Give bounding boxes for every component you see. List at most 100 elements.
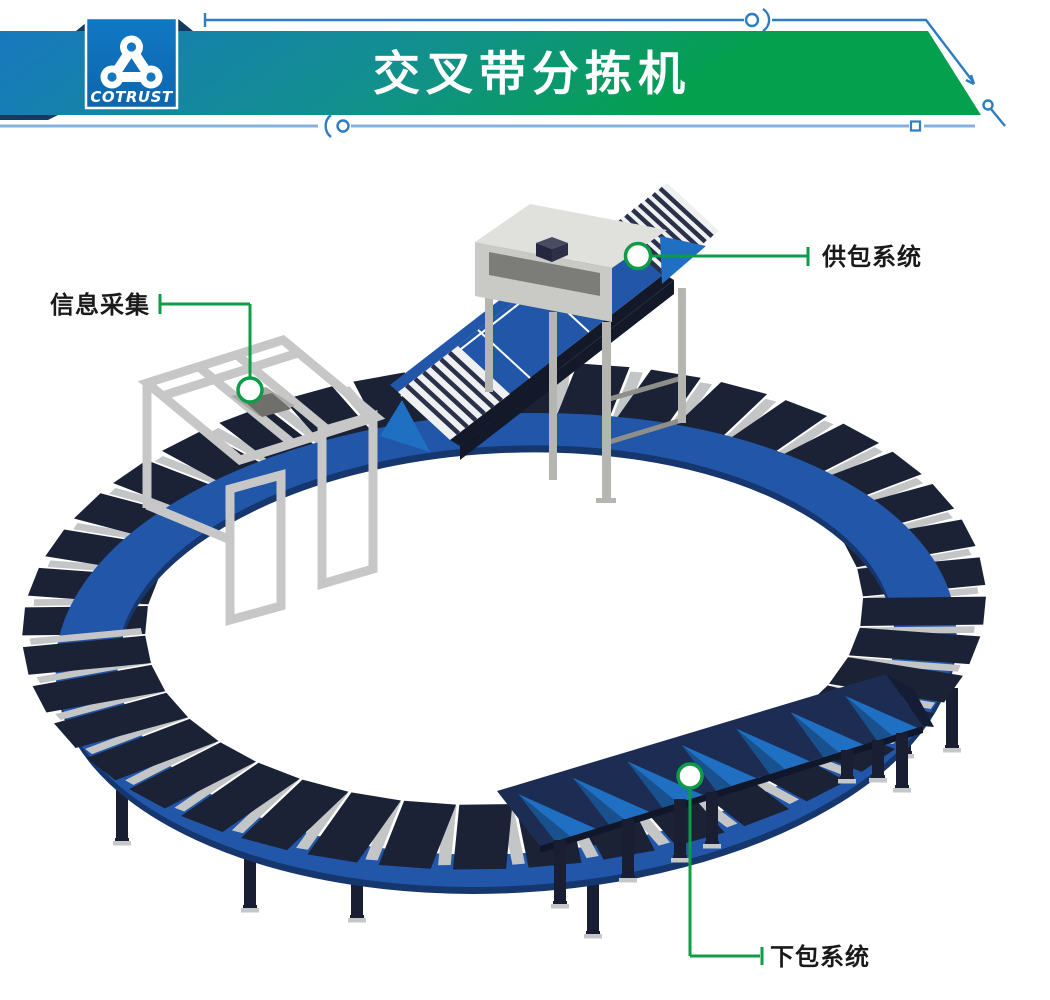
leg-foot <box>619 878 637 883</box>
leg-post <box>841 750 853 777</box>
gantry-portal <box>317 409 378 591</box>
label-info-collection: 信息采集 <box>50 291 150 319</box>
sorter-tray <box>32 664 166 713</box>
leg-cap <box>586 931 600 934</box>
gantry-rail <box>234 351 333 436</box>
chute-triangle <box>736 728 810 774</box>
ramp-roller-bed-bottom <box>398 346 510 440</box>
support-leg <box>893 733 911 793</box>
tray-gap <box>848 657 961 672</box>
sorter-tray <box>307 792 402 863</box>
chain-links-icon <box>100 35 163 89</box>
leg-cap <box>243 905 257 908</box>
sorter-tray <box>860 596 986 626</box>
chute-support-legs <box>551 733 911 909</box>
leg-foot <box>241 908 259 913</box>
roller-stripe <box>413 377 469 429</box>
parcel-left <box>536 243 552 262</box>
support-leg <box>703 792 721 849</box>
chute-triangle <box>572 777 650 825</box>
line-circle-node <box>982 99 994 111</box>
chute-triangle <box>681 745 757 791</box>
chute-triangle-shadow <box>736 728 786 774</box>
leg-post <box>946 688 958 746</box>
line-segment <box>990 108 1006 127</box>
chute-triangle-shadow <box>572 777 625 825</box>
paren-glyph <box>762 7 771 33</box>
leg-cap <box>350 915 364 918</box>
ramp-underside <box>460 280 674 460</box>
leg-foot <box>943 748 961 753</box>
gantry-crossbar <box>145 500 235 546</box>
roller-stripe <box>658 186 714 239</box>
sorter-illustration: 信息采集 供包系统 下包系统 <box>22 183 986 971</box>
chute-panel-underside <box>540 726 923 853</box>
leg-post <box>872 740 884 776</box>
roller-stripe <box>447 350 503 403</box>
leg-cap <box>945 745 959 748</box>
leg-post <box>706 792 718 842</box>
hopper-opening <box>489 252 600 296</box>
tray-gap <box>296 791 348 850</box>
chute-triangle-shadow <box>518 794 571 842</box>
leg-cap <box>621 875 635 878</box>
support-leg <box>671 799 689 863</box>
chute-triangle-shadow <box>790 712 839 758</box>
paren-glyph <box>324 114 332 138</box>
sorter-tray <box>86 718 219 781</box>
chute-triangle <box>627 761 703 808</box>
page-title: 交叉带分拣机 <box>373 47 691 102</box>
support-post <box>549 312 557 480</box>
logo-badge: COTRUST <box>76 16 193 110</box>
induction-hopper <box>475 204 667 392</box>
roller-stripe <box>644 197 700 249</box>
support-post <box>678 288 686 423</box>
chain-ring-hole <box>107 72 117 82</box>
leg-foot <box>893 788 911 793</box>
leg-cap <box>673 855 687 858</box>
parcel-right <box>552 243 568 262</box>
line-circle-node <box>744 12 760 28</box>
scanner-gantry <box>137 334 386 626</box>
sorter-tray <box>241 779 349 851</box>
callouts: 信息采集 供包系统 下包系统 <box>50 241 921 971</box>
chute-triangle <box>790 712 864 758</box>
leg-cap <box>115 838 129 841</box>
support-leg <box>869 740 887 783</box>
brand-name: COTRUST <box>90 88 174 106</box>
roller-stripe <box>422 370 478 422</box>
support-brace <box>605 375 683 446</box>
ramp-bottom-wedge <box>380 400 430 452</box>
leg-cap <box>705 841 719 844</box>
leg-cap <box>895 785 909 788</box>
leg-cap <box>553 901 567 904</box>
roller-stripe <box>405 383 461 436</box>
line-circle-node <box>336 119 350 133</box>
ramp-near-edge <box>450 274 674 446</box>
chute-slides <box>518 695 918 842</box>
title-banner <box>0 31 981 115</box>
callout-discharge-lines <box>676 762 764 965</box>
chute-triangle <box>845 695 918 741</box>
support-leg <box>838 750 856 784</box>
top-decorative-line <box>203 7 976 86</box>
callout-point <box>676 762 704 790</box>
sorter-tray <box>378 800 457 869</box>
leg-post <box>674 799 686 856</box>
sorter-tray <box>848 627 981 665</box>
leg-post <box>896 733 908 786</box>
chute-triangle-shadow <box>681 745 732 791</box>
chute-triangle-shadow <box>627 761 678 808</box>
header: COTRUST 交叉带分拣机 <box>0 7 1006 138</box>
tray-gap <box>365 801 401 861</box>
leg-foot <box>703 844 721 849</box>
leg-post <box>622 819 634 876</box>
tray-gap <box>29 627 143 645</box>
hopper-top <box>475 204 667 268</box>
label-discharge-system: 下包系统 <box>770 943 870 971</box>
sorter-tray <box>129 742 257 809</box>
callout-point <box>623 241 653 271</box>
support-leg <box>551 840 569 909</box>
